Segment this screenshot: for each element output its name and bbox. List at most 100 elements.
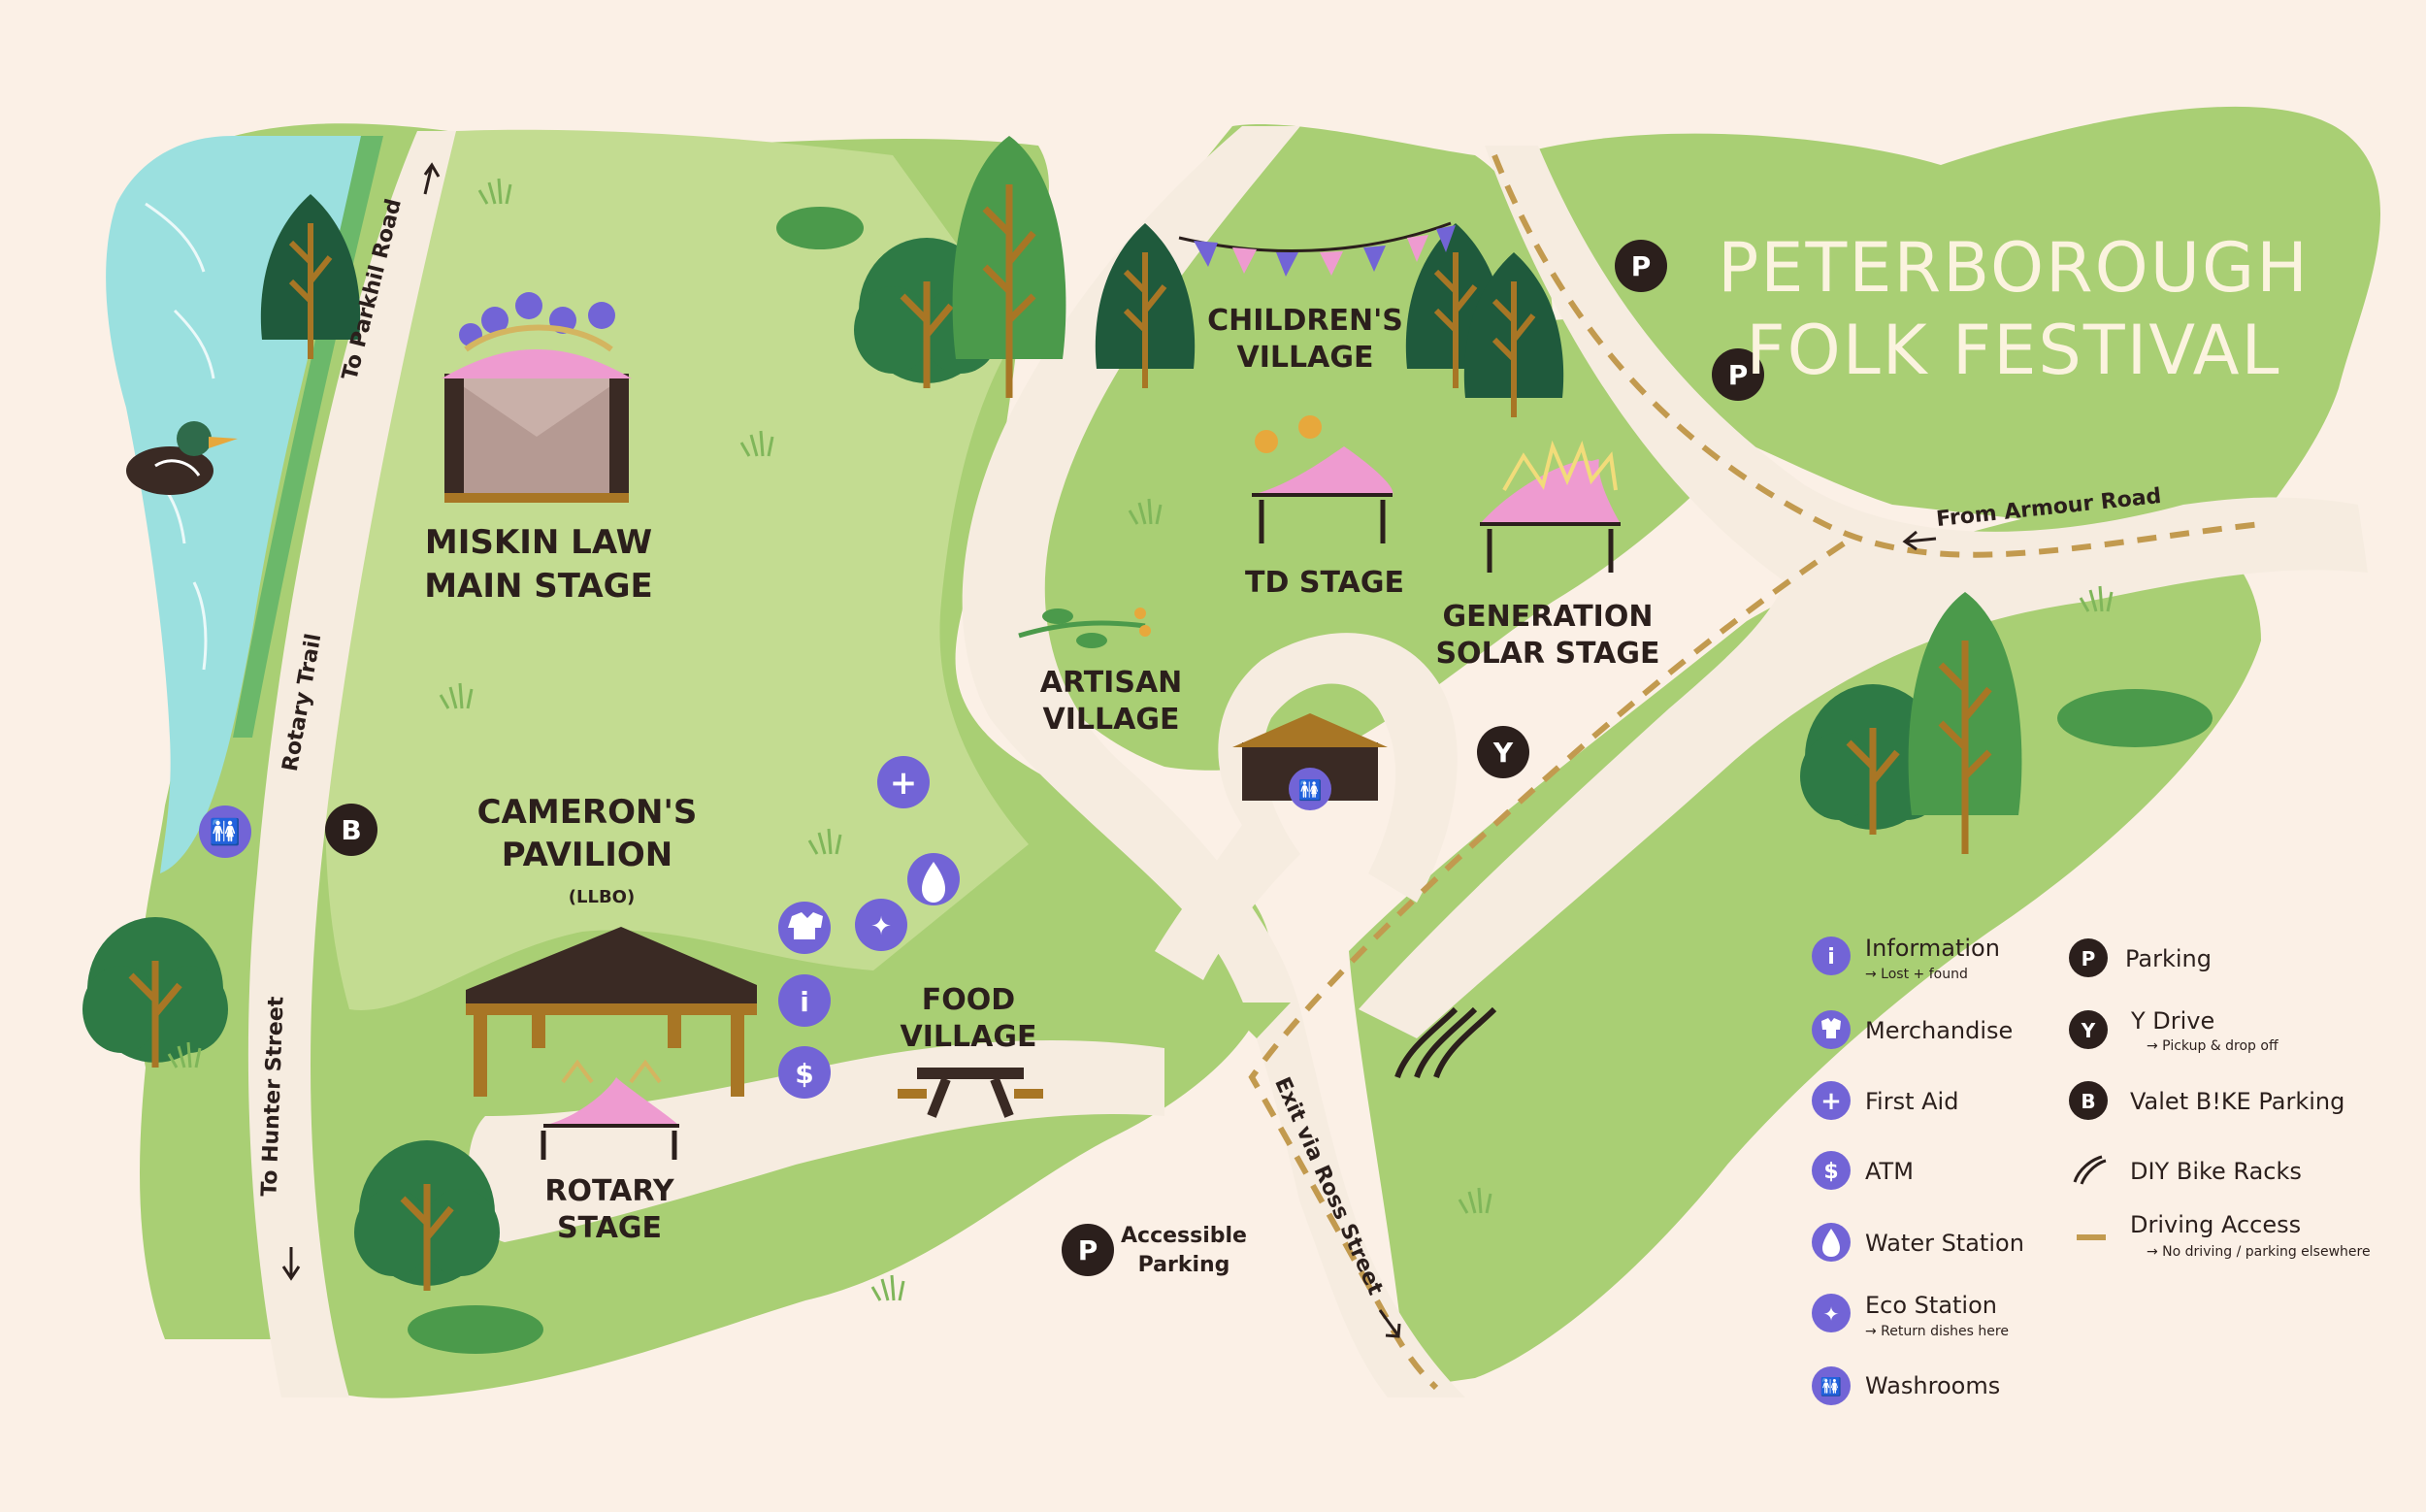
legend-item-driving-access: Driving Access → No driving / parking el… — [2077, 1211, 2371, 1260]
legend: i Information → Lost + found Merchandise… — [1812, 935, 2371, 1405]
legend-item-information: i Information → Lost + found — [1812, 935, 2000, 982]
main-stage-label: MAIN STAGE — [424, 567, 653, 606]
atm-icon — [778, 1046, 831, 1099]
bike-rack-map-icon — [1394, 1006, 1497, 1079]
td-stage-icon — [1252, 415, 1393, 543]
legend-item-merchandise: Merchandise — [1812, 1010, 2013, 1049]
rotary-stage-label: STAGE — [557, 1211, 662, 1245]
amenity-icons: 🚻 + ✦ i $ 🚻 — [199, 756, 1331, 1099]
svg-text:Y Drive: Y Drive — [2130, 1007, 2214, 1035]
solar-stage-icon — [1480, 440, 1621, 573]
bush-icon — [408, 1305, 543, 1354]
svg-text:ATM: ATM — [1865, 1158, 1914, 1185]
svg-text:✦: ✦ — [870, 912, 892, 941]
legend-item-eco: ✦ Eco Station → Return dishes here — [1812, 1292, 2009, 1339]
first-aid-icon — [877, 756, 930, 808]
svg-text:🚻: 🚻 — [210, 817, 241, 847]
svg-text:🚻: 🚻 — [1820, 1376, 1842, 1397]
info-icon — [1812, 937, 1851, 975]
svg-text:Merchandise: Merchandise — [1865, 1017, 2013, 1044]
arrow-down-icon — [281, 1247, 301, 1281]
svg-text:→ Return dishes here: → Return dishes here — [1865, 1324, 2009, 1339]
atm-icon — [1812, 1151, 1851, 1190]
svg-text:$: $ — [795, 1058, 813, 1090]
svg-text:Y: Y — [1492, 737, 1514, 769]
legend-item-first-aid: + First Aid — [1812, 1081, 1958, 1120]
parking-icon — [1615, 240, 1667, 292]
info-icon — [778, 974, 831, 1027]
pavilion-icon — [466, 927, 757, 1097]
arrow-down-right-icon — [1378, 1309, 1401, 1338]
artisan-village-label: ARTISAN — [1040, 666, 1183, 700]
legend-item-parking: P Parking — [2069, 938, 2212, 977]
ydrive-icon — [2069, 1010, 2108, 1049]
svg-text:Washrooms: Washrooms — [1865, 1372, 2000, 1399]
legend-item-water: Water Station — [1812, 1223, 2024, 1262]
pavilion-label: PAVILION — [502, 836, 672, 874]
legend-item-bike-racks: DIY Bike Racks — [2073, 1155, 2302, 1185]
bike-rack-icon — [2073, 1155, 2107, 1185]
solar-stage-label: SOLAR STAGE — [1435, 637, 1659, 671]
accessible-parking-label: Accessible — [1121, 1224, 1247, 1248]
svg-text:P: P — [1728, 359, 1749, 391]
artisan-village-label: VILLAGE — [1043, 703, 1180, 737]
first-aid-icon — [1812, 1081, 1851, 1120]
legend-item-washrooms: 🚻 Washrooms — [1812, 1366, 2000, 1405]
arrow-left-icon — [1902, 530, 1937, 551]
main-stage-label: MISKIN LAW — [425, 523, 652, 562]
pavilion-label: CAMERON'S — [477, 793, 698, 832]
washroom-icon — [1289, 768, 1331, 810]
washroom-icon — [199, 805, 251, 858]
svg-text:i: i — [1827, 945, 1835, 970]
svg-text:P: P — [2082, 947, 2096, 970]
svg-text:P: P — [1078, 1234, 1098, 1266]
svg-text:Water Station: Water Station — [1865, 1230, 2024, 1257]
svg-text:🚻: 🚻 — [1298, 778, 1323, 802]
food-village-label: FOOD — [922, 983, 1015, 1017]
svg-text:→ Lost + found: → Lost + found — [1865, 967, 1968, 982]
pavilion-sub-label: (LLBO) — [569, 887, 635, 907]
td-stage-label: TD STAGE — [1245, 566, 1404, 600]
svg-text:FOLK FESTIVAL: FOLK FESTIVAL — [1746, 311, 2280, 390]
bush-icon — [2057, 689, 2213, 747]
arrow-up-icon — [423, 162, 441, 195]
childrens-village-label: CHILDREN'S — [1207, 304, 1403, 338]
parking-icon — [1712, 348, 1764, 401]
svg-text:Valet B!KE Parking: Valet B!KE Parking — [2130, 1088, 2344, 1115]
branch-icon — [1018, 608, 1151, 648]
svg-text:First Aid: First Aid — [1865, 1088, 1958, 1115]
svg-text:→ No driving / parking elsewhe: → No driving / parking elsewhere — [2147, 1244, 2371, 1260]
svg-text:→ Pickup & drop off: → Pickup & drop off — [2147, 1038, 2278, 1054]
rotary-stage-label: ROTARY — [544, 1174, 674, 1208]
svg-text:+: + — [1820, 1087, 1842, 1116]
rotary-stage-icon — [541, 1059, 679, 1160]
food-village-label: VILLAGE — [901, 1020, 1037, 1054]
solar-stage-label: GENERATION — [1443, 600, 1654, 634]
ydrive-icon — [1477, 726, 1529, 778]
washroom-icon — [1812, 1366, 1851, 1405]
svg-text:i: i — [800, 986, 809, 1018]
festival-title: PETERBOROUGH FOLK FESTIVAL — [1718, 228, 2308, 390]
childrens-village-label: VILLAGE — [1237, 341, 1374, 375]
legend-item-bike: B Valet B!KE Parking — [2069, 1081, 2344, 1120]
accessible-parking-label: Parking — [1138, 1253, 1230, 1277]
svg-text:B: B — [341, 814, 361, 846]
svg-text:Driving Access: Driving Access — [2130, 1211, 2301, 1238]
triangle-marker-icon — [1221, 1003, 1291, 1038]
bunting-icon — [1178, 221, 1456, 277]
bush-icon — [776, 207, 864, 249]
dark-markers: P P Y B P — [325, 240, 1764, 1276]
main-stage-icon — [442, 292, 632, 503]
svg-text:Y: Y — [2081, 1019, 2096, 1042]
trees — [82, 136, 2213, 1354]
eco-icon — [1812, 1294, 1851, 1332]
bike-icon — [325, 804, 377, 856]
svg-text:✦: ✦ — [1823, 1302, 1840, 1326]
duck-icon — [126, 421, 238, 495]
legend-item-atm: $ ATM — [1812, 1151, 1914, 1190]
svg-text:Information: Information — [1865, 935, 2000, 962]
legend-item-ydrive: Y Y Drive → Pickup & drop off — [2069, 1007, 2278, 1054]
driving-access-route — [1221, 153, 2262, 1391]
